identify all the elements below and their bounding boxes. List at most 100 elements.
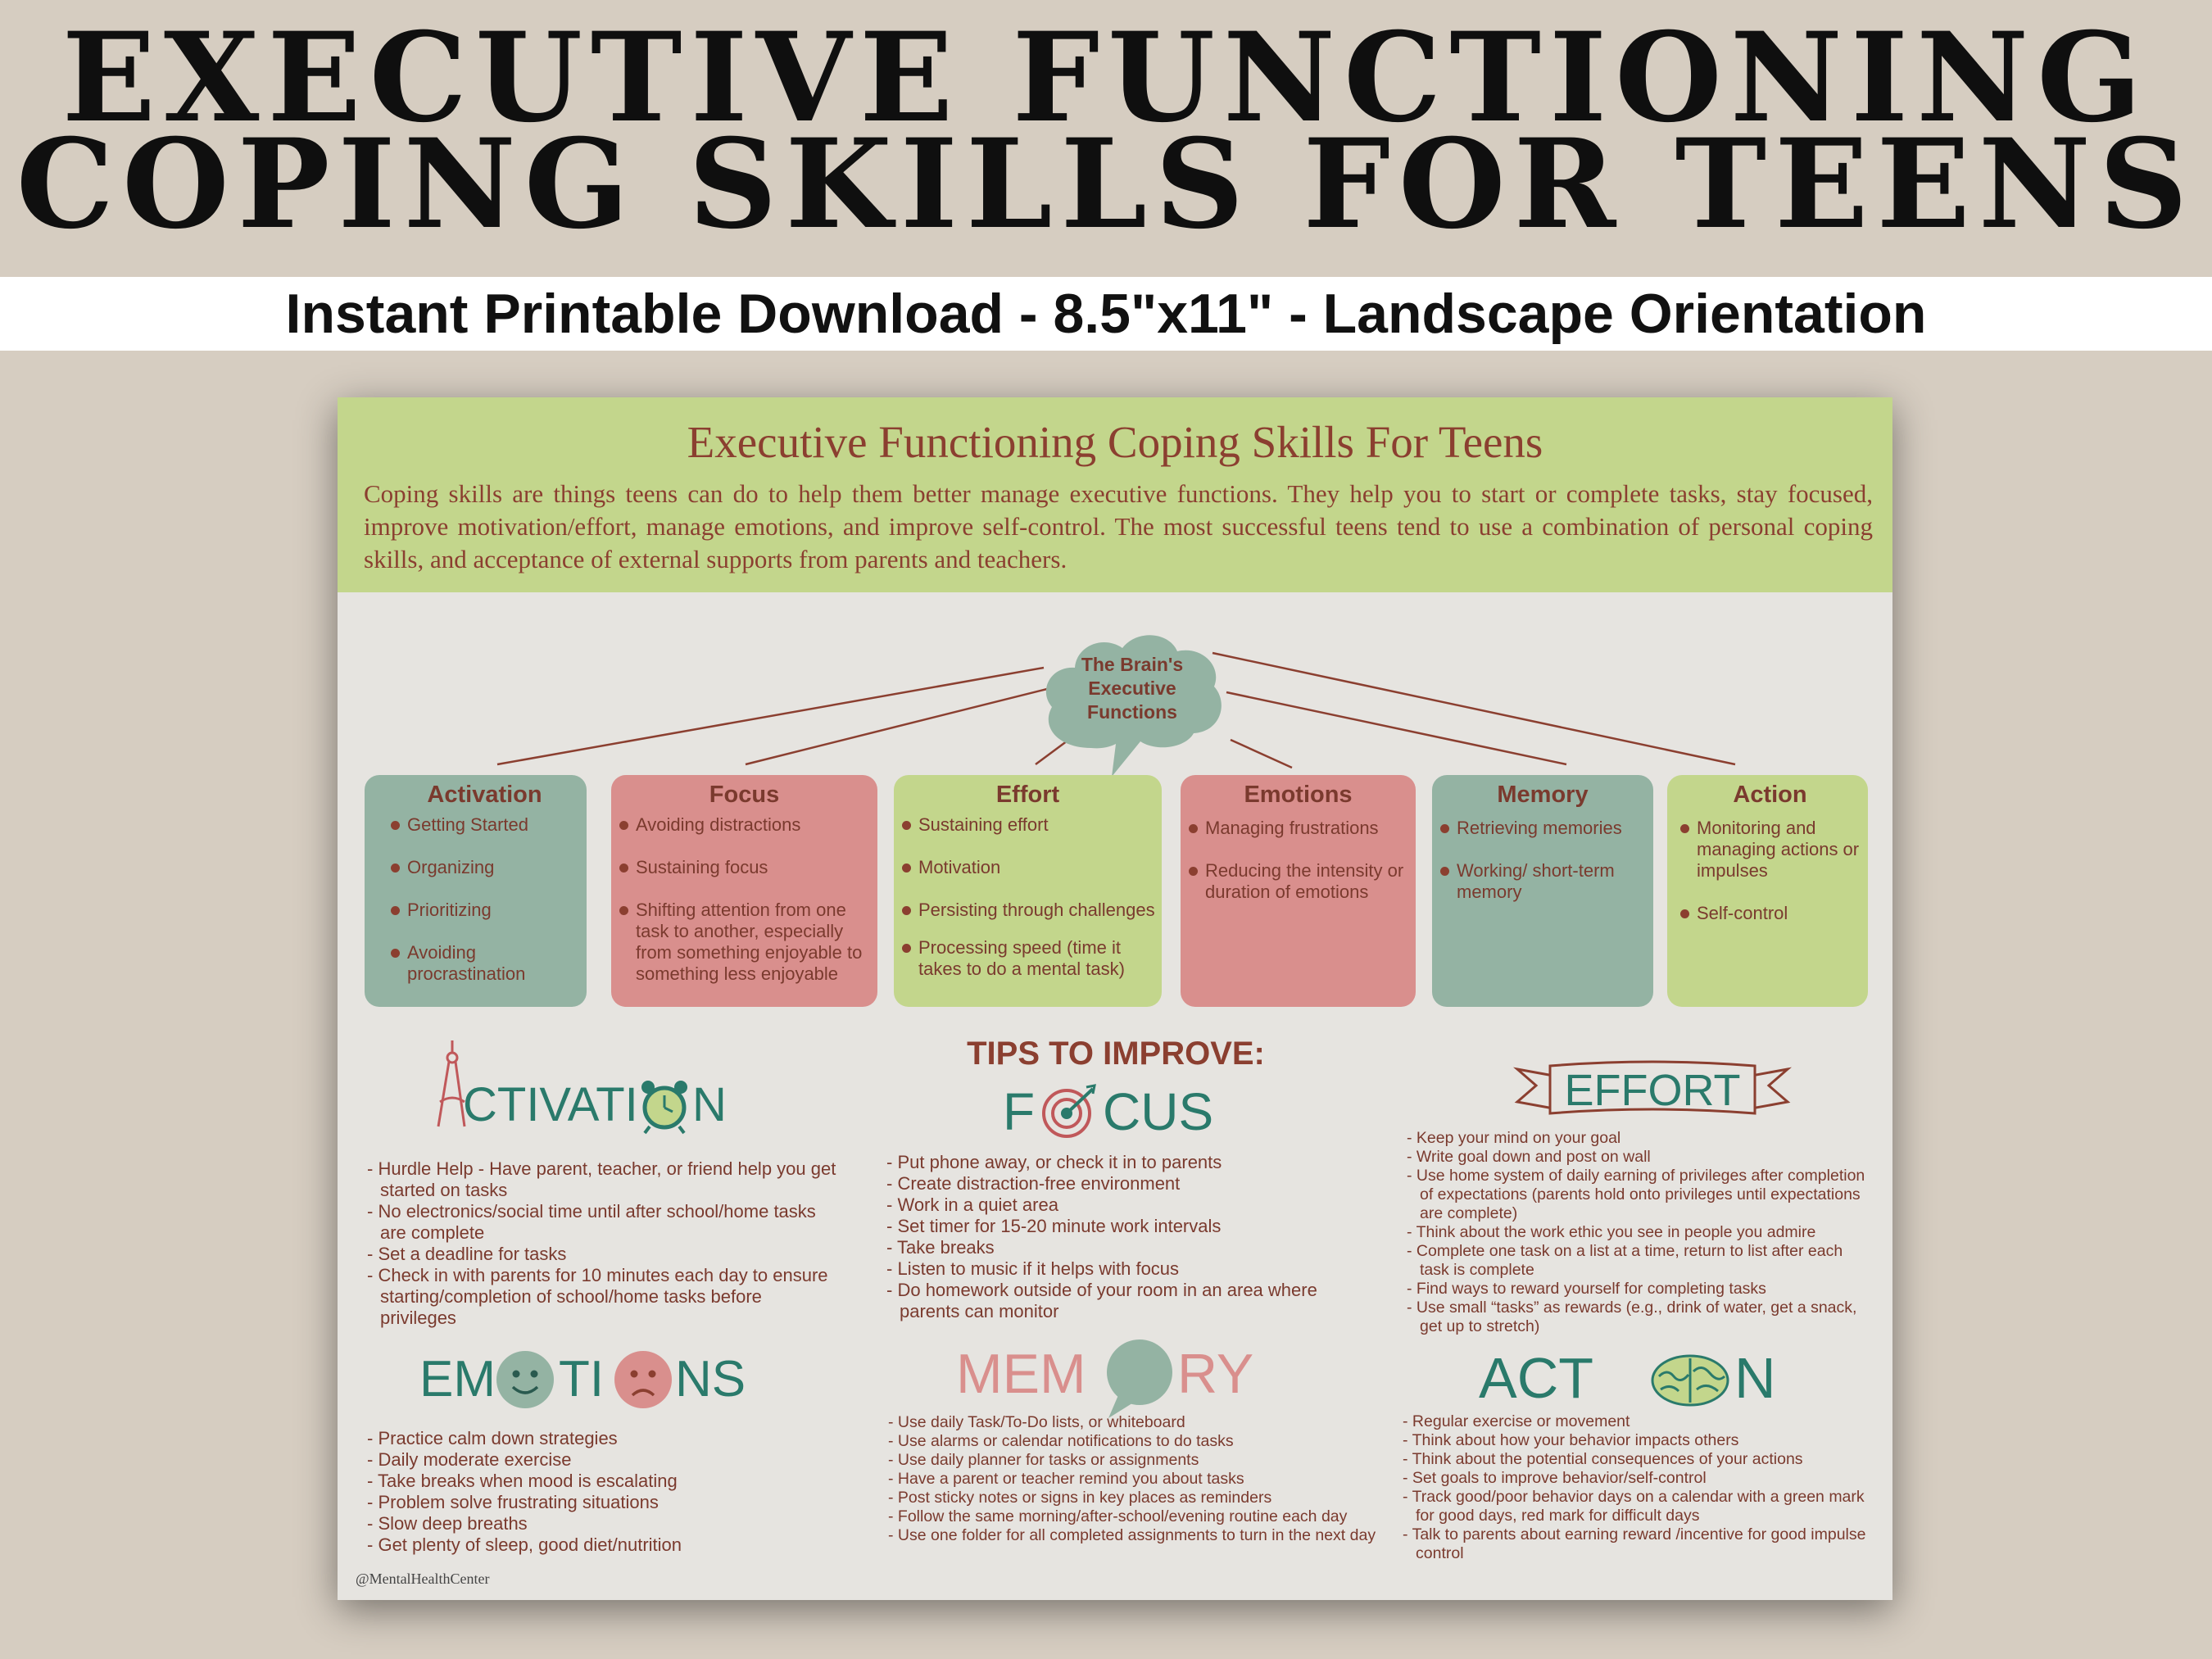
worksheet-intro: Coping skills are things teens can do to… <box>364 479 1873 573</box>
category-memory: Memory Retrieving memories Working/ shor… <box>1432 775 1653 1007</box>
category-item: Shifting attention from one task to anot… <box>618 900 871 985</box>
effort-tips: Keep your mind on your goal Write goal d… <box>1407 1129 1870 1336</box>
effort-title: EFFORT <box>1513 1059 1792 1125</box>
brain-label-line: The Brain's <box>1081 654 1184 675</box>
category-item: Getting Started <box>389 814 580 836</box>
category-item: Sustaining effort <box>900 814 1155 836</box>
tip-item: Use alarms or calendar notifications to … <box>888 1432 1380 1451</box>
memory-title: MEM RY <box>956 1338 1284 1420</box>
tip-item: Practice calm down strategies <box>367 1428 826 1449</box>
tip-item: Think about the potential consequences o… <box>1403 1450 1870 1469</box>
category-title: Action <box>1733 782 1807 808</box>
activation-title-text-end: N <box>692 1078 727 1131</box>
category-title: Emotions <box>1244 782 1353 808</box>
alarm-clock-icon <box>641 1081 687 1135</box>
worksheet-title: Executive Functioning Coping Skills For … <box>687 417 1543 467</box>
tip-item: Use daily Task/To-Do lists, or whiteboar… <box>888 1413 1380 1432</box>
tip-item: Use daily planner for tasks or assignmen… <box>888 1451 1380 1470</box>
brain-icon <box>1651 1354 1729 1407</box>
emotions-title-text-mid: TI <box>559 1351 605 1407</box>
banner-title-line1: EXECUTIVE FUNCTIONING <box>61 6 2151 150</box>
speech-bubble-icon <box>1107 1339 1172 1418</box>
category-focus: Focus Avoiding distractions Sustaining f… <box>611 775 877 1007</box>
ribbon-banner-icon <box>1513 1060 1792 1115</box>
action-title-text-end: N <box>1734 1346 1776 1410</box>
tip-item: Keep your mind on your goal <box>1407 1129 1870 1148</box>
category-item: Retrieving memories <box>1439 818 1647 839</box>
tip-item: Use one folder for all completed assignm… <box>888 1526 1380 1545</box>
focus-tips: Put phone away, or check it in to parent… <box>886 1152 1378 1322</box>
category-title: Effort <box>995 782 1060 808</box>
category-item: Working/ short-term memory <box>1439 860 1647 903</box>
category-item: Avoiding distractions <box>618 814 871 836</box>
banner-title-line2: COPING SKILLS FOR TEENS <box>16 112 2196 256</box>
effort-title-text: EFFORT <box>1564 1066 1741 1115</box>
tip-item: Track good/poor behavior days on a calen… <box>1403 1488 1870 1525</box>
tip-item: Set goals to improve behavior/self-contr… <box>1403 1469 1870 1488</box>
emotions-title: EM TI NS <box>419 1348 747 1413</box>
tip-item: Create distraction-free environment <box>886 1173 1378 1194</box>
tip-item: Daily moderate exercise <box>367 1449 826 1471</box>
tip-item: Problem solve frustrating situations <box>367 1492 826 1513</box>
category-item: Persisting through challenges <box>900 900 1155 921</box>
worksheet: Executive Functioning Coping Skills For … <box>338 397 1892 1600</box>
tip-item: Put phone away, or check it in to parent… <box>886 1152 1378 1173</box>
target-icon <box>1042 1084 1096 1138</box>
subtitle-bar: Instant Printable Download - 8.5"x11" - … <box>0 277 2212 351</box>
tip-item: Find ways to reward yourself for complet… <box>1407 1280 1870 1299</box>
tip-item: Check in with parents for 10 minutes eac… <box>367 1265 838 1329</box>
category-activation: Activation Getting Started Organizing Pr… <box>365 775 587 1007</box>
tip-item: Take breaks <box>886 1237 1378 1258</box>
category-item: Processing speed (time it takes to do a … <box>900 937 1155 980</box>
tip-item: Slow deep breaths <box>367 1513 826 1534</box>
category-item: Self-control <box>1679 903 1861 924</box>
tip-item: Regular exercise or movement <box>1403 1412 1870 1431</box>
category-item: Avoiding procrastination <box>389 942 580 985</box>
tip-item: Listen to music if it helps with focus <box>886 1258 1378 1280</box>
category-effort: Effort Sustaining effort Motivation Pers… <box>894 775 1162 1007</box>
tip-item: Think about how your behavior impacts ot… <box>1403 1431 1870 1450</box>
category-title: Focus <box>709 782 780 808</box>
category-item: Reducing the intensity or duration of em… <box>1187 860 1409 903</box>
emotions-tips: Practice calm down strategies Daily mode… <box>367 1428 826 1556</box>
sad-face-icon <box>614 1351 672 1408</box>
tip-item: Get plenty of sleep, good diet/nutrition <box>367 1534 826 1556</box>
tips-heading: TIPS TO IMPROVE: <box>967 1036 1265 1072</box>
credit-text: @MentalHealthCenter <box>356 1571 490 1587</box>
category-title: Memory <box>1497 782 1589 808</box>
tip-item: Follow the same morning/after-school/eve… <box>888 1507 1380 1526</box>
emotions-title-text-end: NS <box>675 1351 746 1407</box>
tip-item: Write goal down and post on wall <box>1407 1148 1870 1167</box>
brain-label: The Brain's Executive Functions <box>1034 653 1231 724</box>
tip-item: Use small “tasks” as rewards (e.g., drin… <box>1407 1299 1870 1336</box>
banner-title: EXECUTIVE FUNCTIONING COPING SKILLS FOR … <box>0 6 2212 256</box>
tip-item: Use home system of daily earning of priv… <box>1407 1167 1870 1223</box>
brain-cloud-icon <box>1045 635 1222 777</box>
compass-icon <box>437 1040 466 1127</box>
tip-item: Complete one task on a list at a time, r… <box>1407 1242 1870 1280</box>
tip-item: Hurdle Help - Have parent, teacher, or f… <box>367 1158 838 1201</box>
memory-title-text-end: RY <box>1177 1343 1254 1405</box>
memory-title-text: MEM <box>956 1343 1086 1405</box>
category-item: Sustaining focus <box>618 857 871 878</box>
tip-item: No electronics/social time until after s… <box>367 1201 838 1244</box>
category-item: Monitoring and managing actions or impul… <box>1679 818 1861 882</box>
tip-item: Do homework outside of your room in an a… <box>886 1280 1378 1322</box>
activation-title: CTIVATI N <box>432 1040 727 1135</box>
category-emotions: Emotions Managing frustrations Reducing … <box>1181 775 1416 1007</box>
action-title-text: ACT <box>1479 1346 1593 1410</box>
worksheet-header: Executive Functioning Coping Skills For … <box>338 397 1892 592</box>
tip-item: Post sticky notes or signs in key places… <box>888 1489 1380 1507</box>
emotions-title-text: EM <box>419 1351 496 1407</box>
category-item: Motivation <box>900 857 1155 878</box>
brain-label-line: Functions <box>1087 701 1177 723</box>
tip-item: Talk to parents about earning reward /in… <box>1403 1525 1870 1563</box>
activation-tips: Hurdle Help - Have parent, teacher, or f… <box>367 1158 838 1329</box>
activation-title-text: CTIVATI <box>463 1078 638 1131</box>
focus-title-text: F <box>1003 1082 1036 1141</box>
category-action: Action Monitoring and managing actions o… <box>1667 775 1868 1007</box>
tip-item: Have a parent or teacher remind you abou… <box>888 1470 1380 1489</box>
action-title: ACT N <box>1479 1345 1790 1415</box>
tip-item: Set a deadline for tasks <box>367 1244 838 1265</box>
tip-item: Set timer for 15-20 minute work interval… <box>886 1216 1378 1237</box>
